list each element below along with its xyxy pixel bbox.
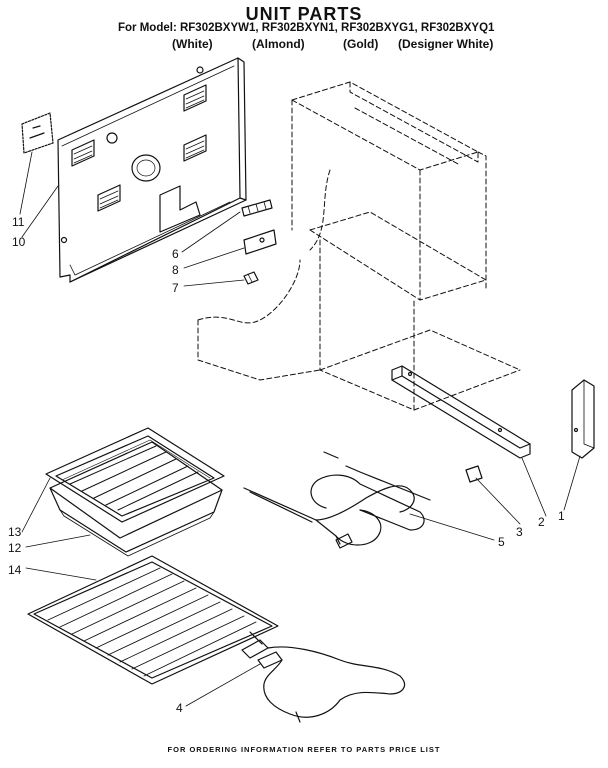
color-designer-white: (Designer White) [398,37,494,51]
part-14-oven-rack [27,555,279,685]
callout-14: 14 [8,563,22,577]
part-12-broiler-pan [49,441,223,557]
callout-2: 2 [538,515,545,529]
leader-lines [19,151,581,707]
callout-6: 6 [172,247,179,261]
color-variants: (White) (Almond) (Gold) (Designer White) [0,37,608,53]
header: UNIT PARTS For Model: RF302BXYW1, RF302B… [0,0,608,56]
part-10-back-panel [57,57,247,283]
footer-note: FOR ORDERING INFORMATION REFER TO PARTS … [167,745,441,754]
callout-12: 12 [8,541,22,555]
color-almond: (Almond) [252,37,305,51]
part-2-rail [391,365,531,459]
part-7-clip [243,271,259,285]
part-4-broil-element [241,631,405,723]
callout-13: 13 [8,525,22,539]
callout-numbers: 11 10 6 8 7 13 12 14 4 5 3 2 1 [8,215,565,715]
callout-5: 5 [498,535,505,549]
part-6-terminal-block [241,199,273,217]
part-11-bracket [21,112,54,154]
callout-11: 11 [12,215,25,229]
callout-4: 4 [176,701,183,715]
page-title: UNIT PARTS [245,4,363,24]
part-5-bake-element [243,451,431,549]
oven-cabinet-outline [197,81,521,411]
callout-3: 3 [516,525,523,539]
part-13-broiler-grid [45,427,225,523]
callout-8: 8 [172,263,179,277]
part-1-end-cap [571,379,595,459]
color-gold: (Gold) [343,37,379,51]
callout-7: 7 [172,281,179,295]
model-line: For Model: RF302BXYW1, RF302BXYN1, RF302… [118,22,495,34]
callout-1: 1 [558,509,565,523]
callout-10: 10 [12,235,26,249]
color-white: (White) [172,37,213,51]
part-8-bracket [243,229,277,255]
part-3-clip [465,465,483,483]
